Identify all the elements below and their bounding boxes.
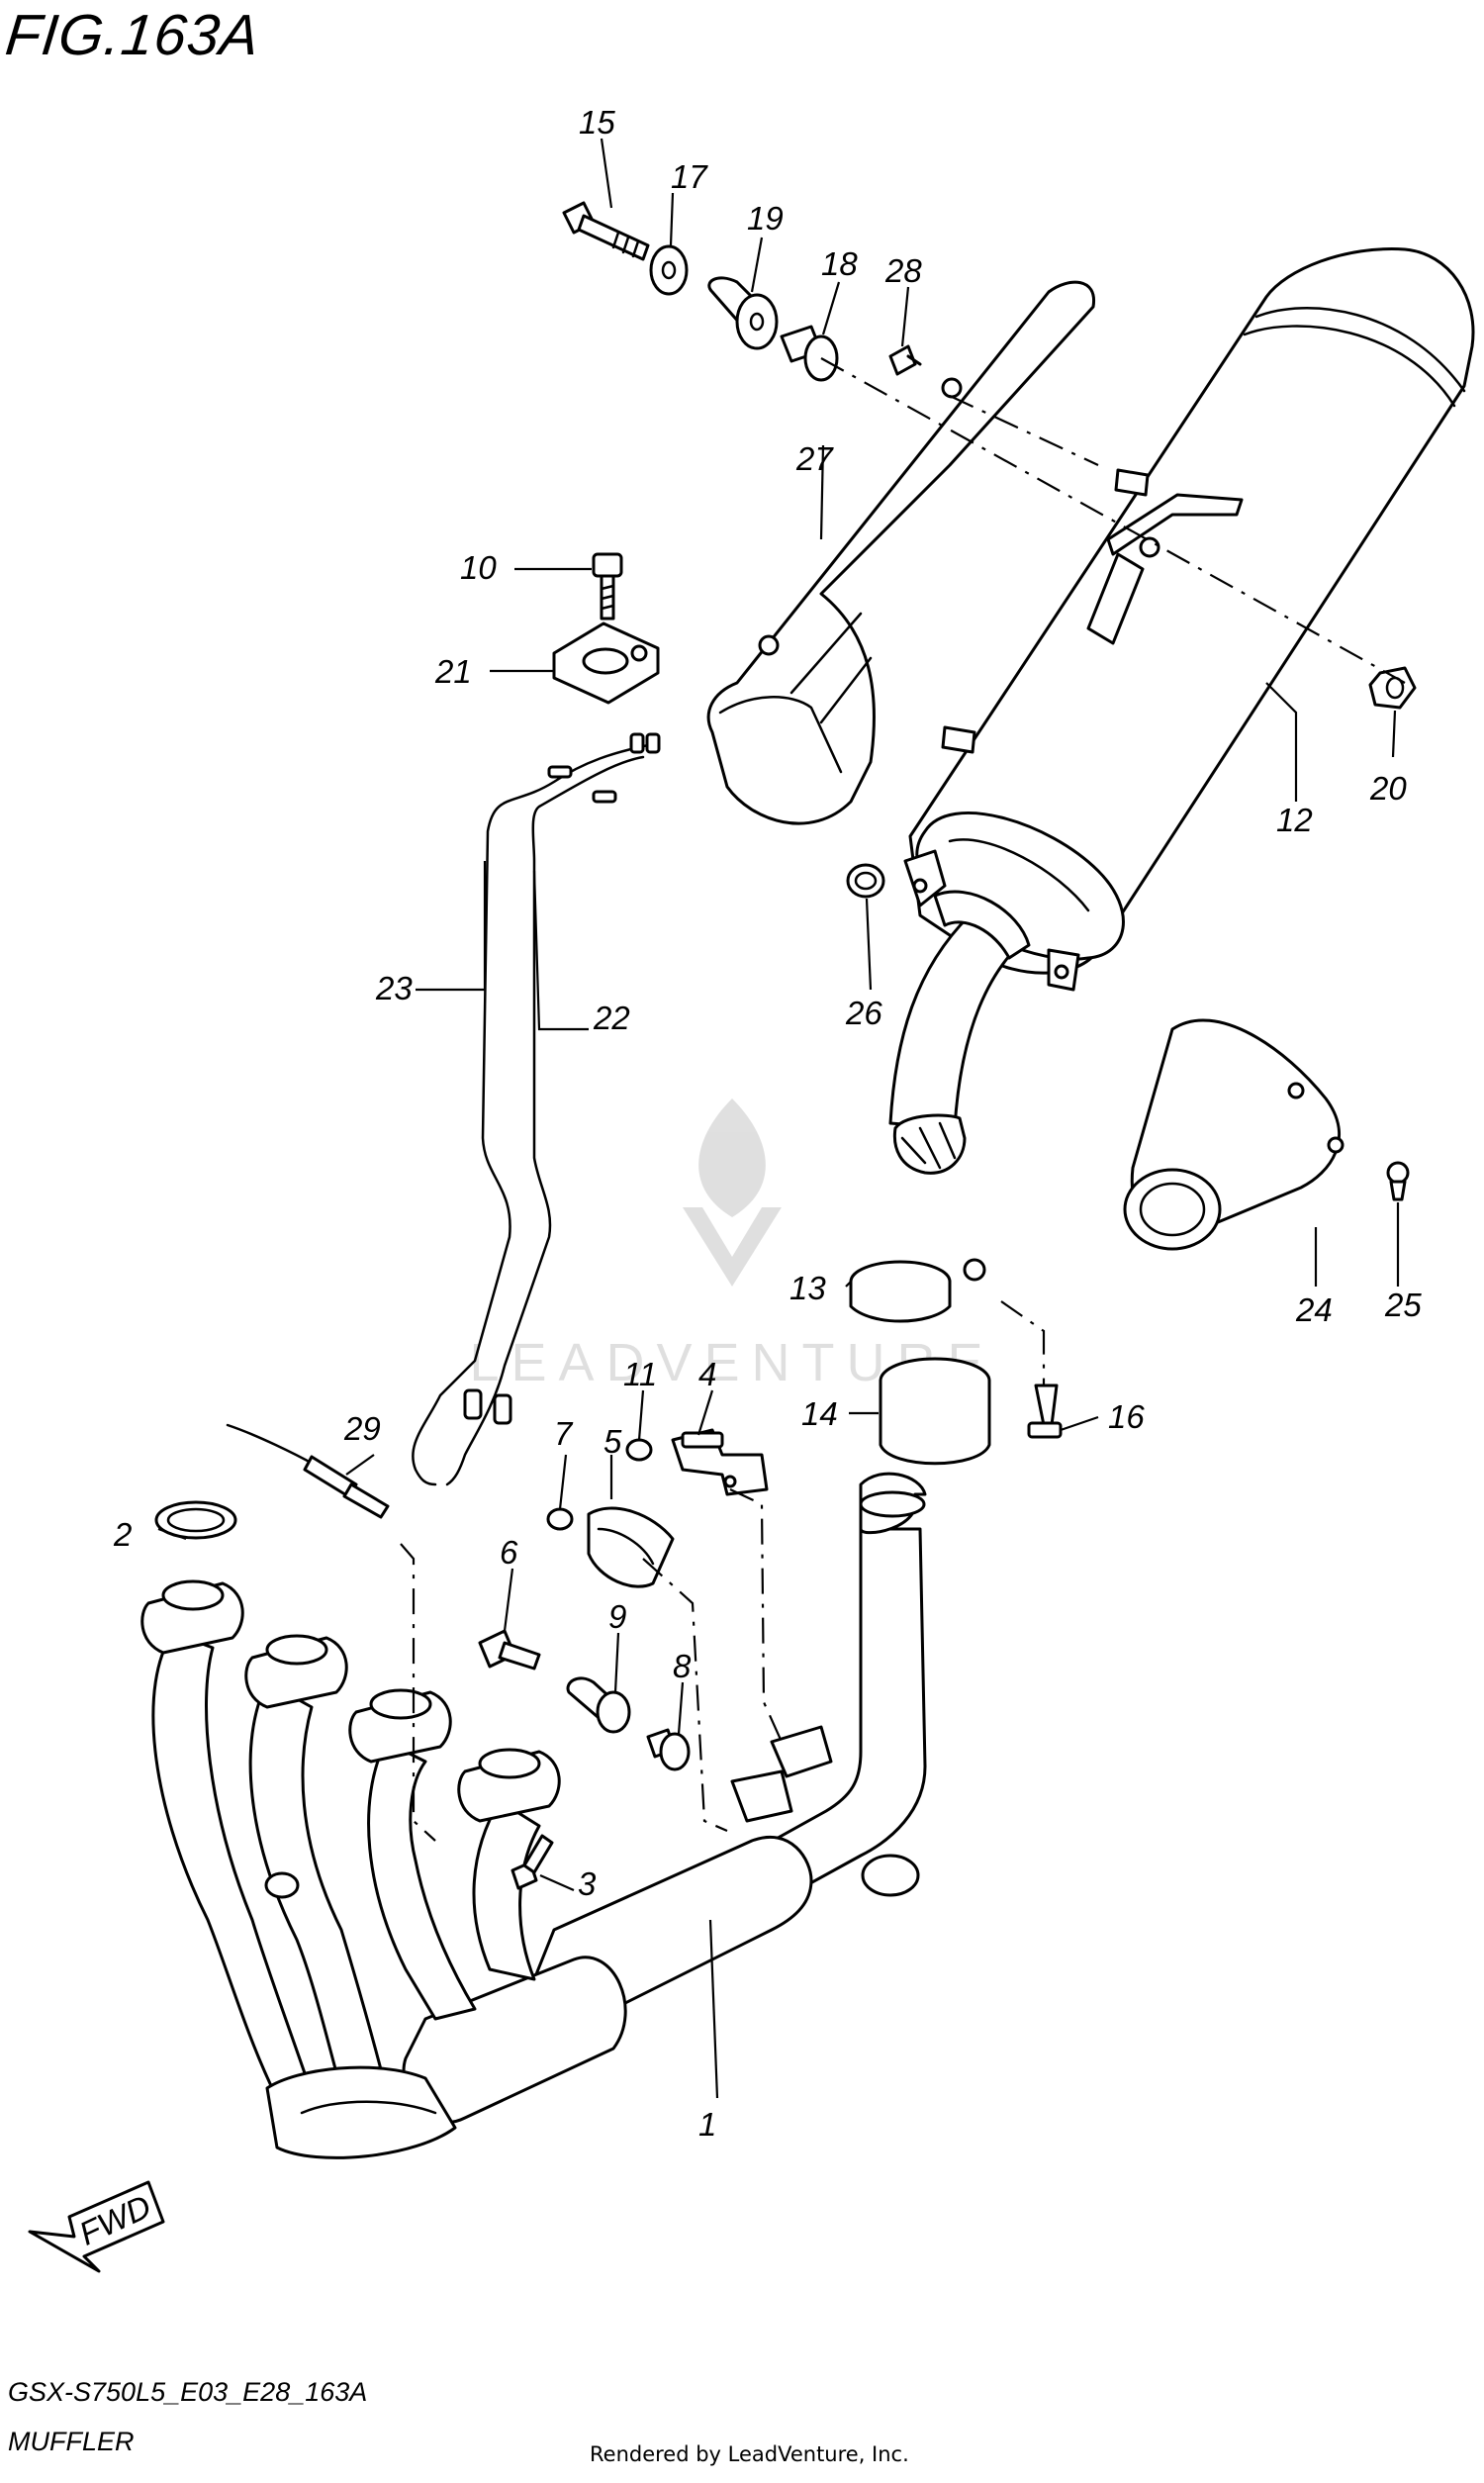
link-pipe (888, 890, 1031, 1175)
callout-9: 9 (608, 1598, 626, 1635)
nut-7 (546, 1507, 574, 1531)
exhaust-pipe-assembly (140, 1472, 927, 2159)
gasket-2 (154, 1500, 237, 1540)
callout-28: 28 (884, 252, 922, 289)
pipe-flanges (140, 1579, 561, 1823)
bolt-6 (478, 1629, 541, 1671)
callout-29: 29 (343, 1410, 381, 1447)
callout-16: 16 (1108, 1398, 1145, 1435)
callout-5: 5 (603, 1423, 622, 1460)
callout-12: 12 (1276, 802, 1313, 838)
grommet-19 (707, 276, 779, 350)
end-cap (1123, 1018, 1345, 1251)
heat-shield (706, 280, 1095, 825)
callout-leaders (157, 138, 1400, 2099)
callout-11: 11 (623, 1356, 657, 1392)
sensor-cables (412, 732, 661, 1486)
washer-17 (649, 244, 689, 296)
callout-3: 3 (578, 1865, 597, 1902)
callout-22: 22 (593, 1000, 630, 1036)
clamp-13 (849, 1258, 986, 1323)
bolt-15 (562, 201, 650, 261)
fwd-arrow: FWD (28, 2180, 165, 2273)
callout-21: 21 (434, 653, 472, 690)
muffler-body (903, 247, 1475, 992)
callout-4: 4 (698, 1356, 716, 1392)
collar-8 (646, 1728, 691, 1771)
callout-7: 7 (554, 1415, 574, 1452)
screw-25 (1386, 1161, 1410, 1201)
gasket-26 (846, 863, 885, 899)
callout-8: 8 (673, 1648, 692, 1684)
callout-20: 20 (1369, 770, 1407, 807)
bolt-28 (888, 344, 922, 376)
bolt-16 (1027, 1384, 1063, 1439)
bolt-10 (592, 552, 623, 621)
callout-27: 27 (795, 440, 834, 477)
callout-18: 18 (821, 245, 858, 282)
nut-20 (1368, 666, 1417, 710)
nut-11 (625, 1438, 653, 1462)
seal-14 (879, 1357, 991, 1466)
callout-13: 13 (789, 1270, 826, 1306)
grommet-9 (566, 1676, 631, 1734)
callout-15: 15 (579, 104, 615, 141)
callout-24: 24 (1295, 1291, 1333, 1328)
callout-17: 17 (671, 158, 708, 195)
collar-18 (780, 325, 839, 382)
callout-25: 25 (1384, 1287, 1422, 1323)
bolt-3 (510, 1834, 554, 1890)
callout-26: 26 (845, 995, 882, 1031)
callout-2: 2 (113, 1516, 132, 1553)
stay-21 (552, 621, 660, 705)
bracket-4 (671, 1428, 769, 1496)
render-credit: Rendered by LeadVenture, Inc. (590, 2442, 909, 2466)
callout-23: 23 (375, 970, 413, 1006)
callout-10: 10 (460, 549, 497, 586)
diagram-name: MUFFLER (8, 2427, 135, 2456)
callout-numbers: 1 2 3 4 5 6 7 8 9 10 11 12 13 14 15 16 1… (113, 104, 1422, 2143)
callout-19: 19 (747, 200, 784, 237)
model-code: GSX-S750L5_E03_E28_163A (8, 2377, 368, 2407)
callout-1: 1 (698, 2106, 716, 2143)
assembly-lines (400, 357, 1406, 1842)
callout-6: 6 (500, 1534, 518, 1571)
callout-14: 14 (801, 1395, 838, 1432)
o2-sensor-29 (226, 1423, 390, 1519)
